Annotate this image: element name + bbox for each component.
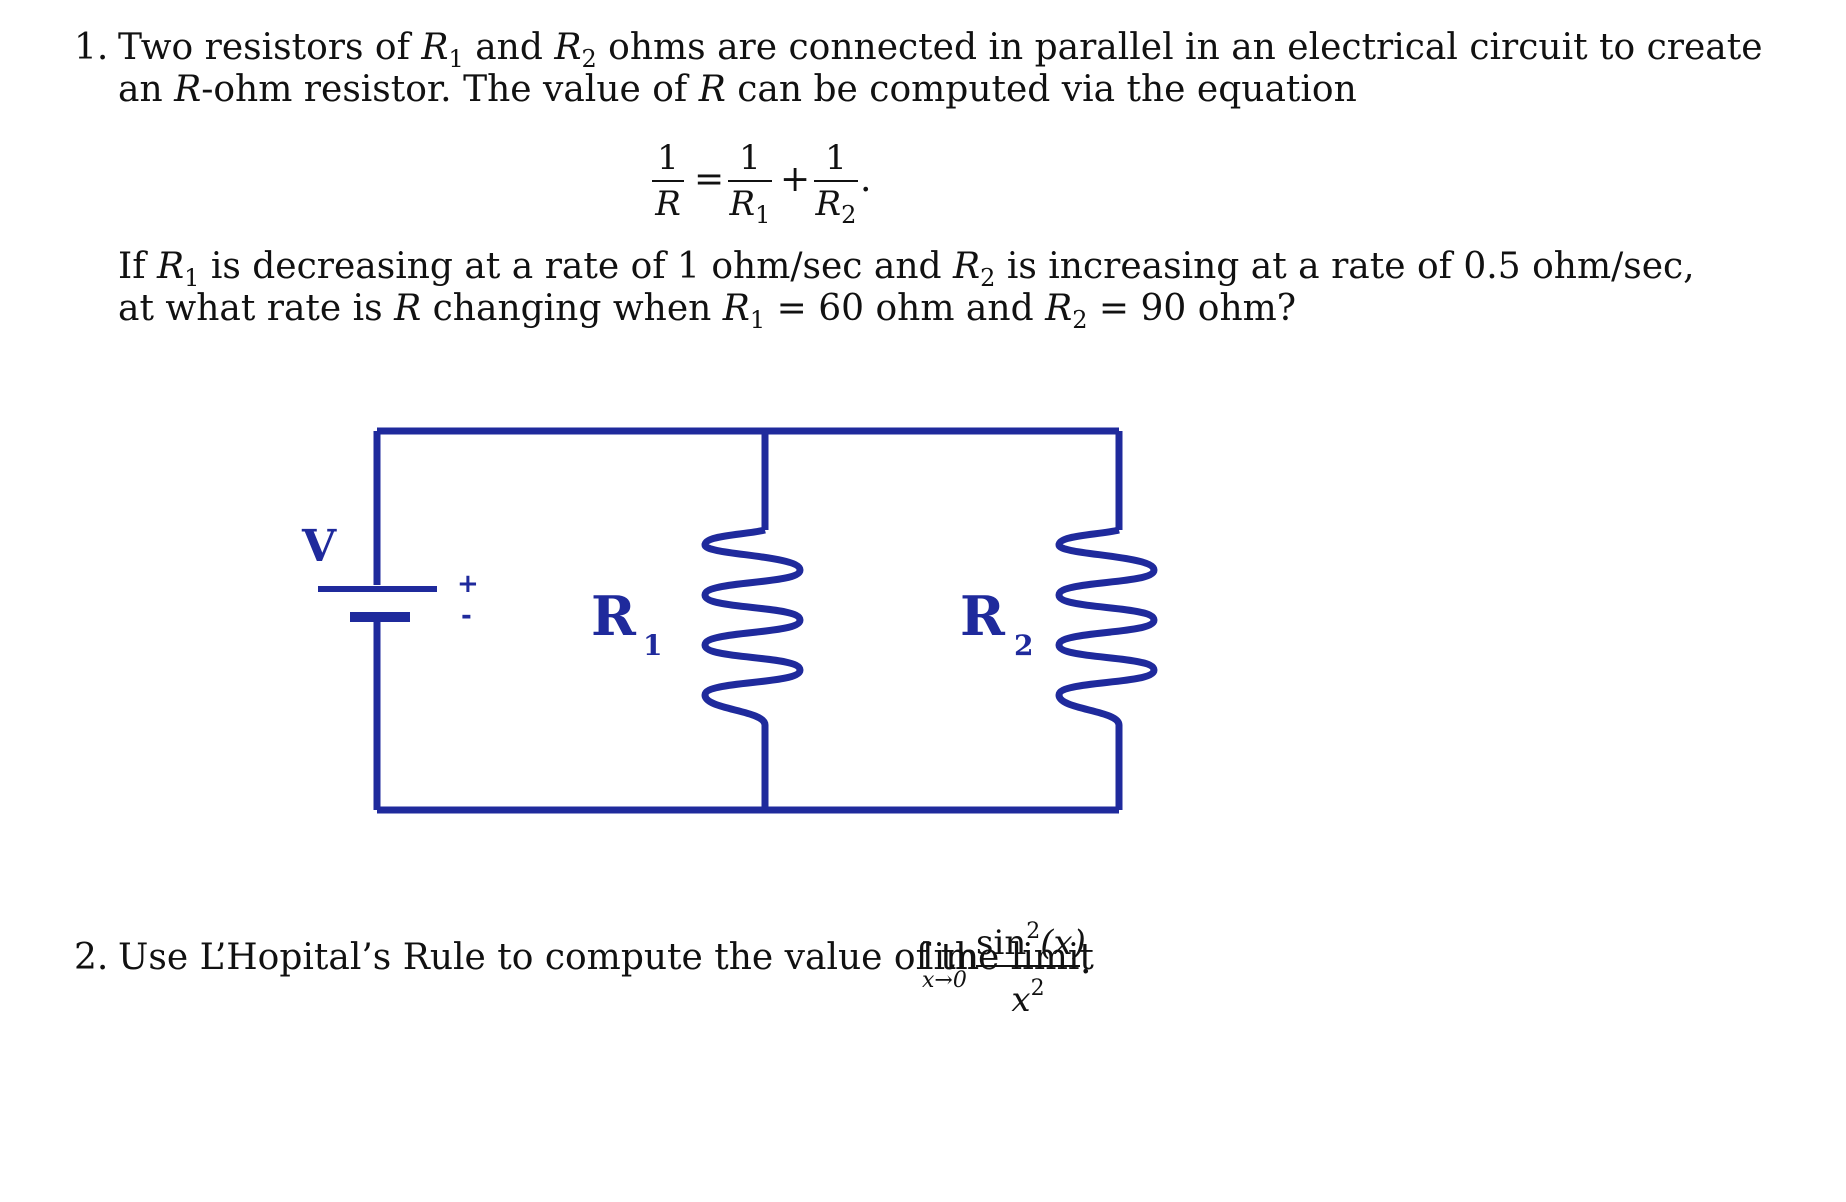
text-run: is increasing at a rate of 0.5 ohm/sec, bbox=[995, 246, 1695, 287]
limit-denominator: x2 bbox=[976, 969, 1080, 1020]
resistor-r2-label: R bbox=[960, 584, 1006, 648]
text-run: is decreasing at a rate of 1 ohm/sec and bbox=[199, 246, 954, 287]
var-r: R bbox=[157, 246, 185, 287]
denominator: R bbox=[655, 184, 681, 224]
var-r: R bbox=[394, 288, 422, 329]
resistor-r2-subscript: 2 bbox=[1014, 629, 1033, 662]
fraction-bar bbox=[728, 180, 772, 182]
resistor-r1-subscript: 1 bbox=[643, 629, 662, 662]
denominator: R2 bbox=[814, 184, 858, 235]
limit-operator: lim bbox=[922, 937, 980, 978]
fraction-1-over-r1: 1 R1 bbox=[728, 138, 772, 235]
text-run: an bbox=[118, 69, 175, 110]
problem-2-period: . bbox=[1080, 941, 1092, 982]
equals-sign: = bbox=[694, 159, 725, 200]
var-r1: R bbox=[421, 27, 449, 68]
limit-fraction: sin2(x) x2 bbox=[976, 912, 1086, 1020]
sub-2: 2 bbox=[581, 45, 597, 73]
numerator: 1 bbox=[657, 138, 679, 178]
denominator: R1 bbox=[728, 184, 772, 235]
text-run: = 60 ohm and bbox=[765, 288, 1046, 329]
text-run: ohms are connected in parallel in an ele… bbox=[596, 27, 1763, 68]
problem-1-number: 1. bbox=[74, 27, 109, 68]
exponent: 2 bbox=[1026, 919, 1041, 944]
sub-1: 1 bbox=[749, 306, 766, 334]
text-run: at what rate is bbox=[118, 288, 395, 329]
text-run: changing when bbox=[421, 288, 723, 329]
numerator: 1 bbox=[739, 138, 761, 178]
sub-2: 2 bbox=[980, 264, 996, 292]
var-r: R bbox=[729, 184, 756, 224]
sub-1: 1 bbox=[755, 201, 771, 229]
text-run: = 90 ohm? bbox=[1087, 288, 1297, 329]
var-r: R bbox=[698, 69, 726, 110]
problem-1-line-3: If R1 is decreasing at a rate of 1 ohm/s… bbox=[118, 243, 1695, 302]
sub-2: 2 bbox=[841, 201, 857, 229]
sub-1: 1 bbox=[184, 264, 200, 292]
problem-2-number: 2. bbox=[74, 937, 109, 978]
resistor-r1-zigzag bbox=[701, 526, 804, 727]
problem-1-line-1: Two resistors of R1 and R2 ohms are conn… bbox=[118, 24, 1763, 83]
fraction-bar bbox=[652, 180, 684, 182]
var-r: R bbox=[953, 246, 981, 287]
plus-sign: + bbox=[780, 159, 811, 200]
fraction-1-over-r: 1 R bbox=[652, 138, 684, 224]
fraction-1-over-r2: 1 R2 bbox=[814, 138, 858, 235]
limit-subscript: x→0 bbox=[922, 968, 967, 993]
sub-1: 1 bbox=[448, 45, 464, 73]
var-r: R bbox=[1045, 288, 1073, 329]
var-r2: R bbox=[554, 27, 582, 68]
sin-fn: sin bbox=[976, 923, 1027, 963]
fraction-bar bbox=[976, 965, 1080, 967]
sub-2: 2 bbox=[1072, 306, 1088, 334]
problem-1-line-4: at what rate is R changing when R1 = 60 … bbox=[118, 285, 1296, 344]
circuit-wires bbox=[318, 427, 1158, 814]
numerator: 1 bbox=[825, 138, 847, 178]
text-run: Two resistors of bbox=[118, 27, 422, 68]
limit-numerator: sin2(x) bbox=[976, 912, 1086, 963]
problem-2-text: Use L’Hopital’s Rule to compute the valu… bbox=[118, 937, 1094, 978]
equation-period: . bbox=[860, 159, 872, 200]
var-r: R bbox=[722, 288, 750, 329]
var-r: R bbox=[174, 69, 202, 110]
text-run: and bbox=[463, 27, 555, 68]
var-x: x bbox=[1011, 980, 1031, 1020]
problem-1-line-2: an R-ohm resistor. The value of R can be… bbox=[118, 66, 1357, 114]
battery-minus-sign: - bbox=[461, 601, 472, 631]
resistor-r2-zigzag bbox=[1055, 526, 1158, 727]
text-run: can be computed via the equation bbox=[725, 69, 1357, 110]
fraction-bar bbox=[814, 180, 858, 182]
text-run: If bbox=[118, 246, 157, 287]
battery-label: V bbox=[301, 521, 337, 572]
exponent: 2 bbox=[1030, 976, 1045, 1001]
var-r: R bbox=[815, 184, 842, 224]
argument: (x) bbox=[1040, 923, 1086, 963]
resistor-r1-label: R bbox=[591, 584, 637, 648]
text-run: -ohm resistor. The value of bbox=[201, 69, 699, 110]
battery-plus-sign: + bbox=[457, 569, 479, 599]
